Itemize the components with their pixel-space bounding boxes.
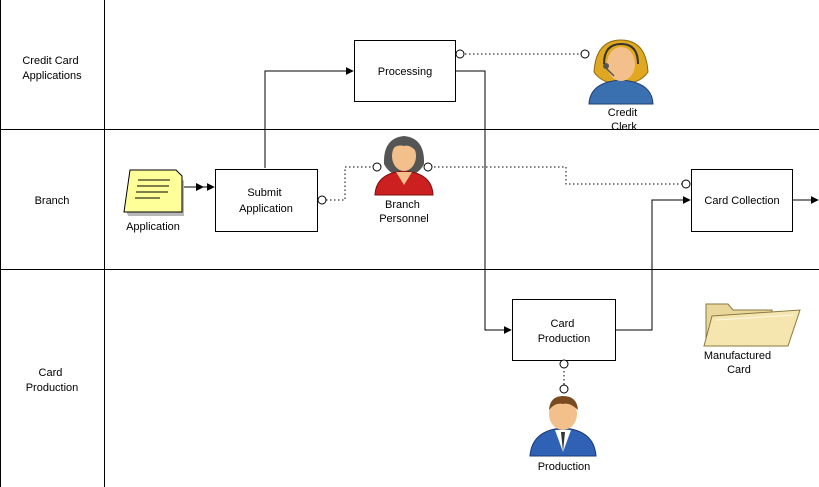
task-card-production[interactable]: Card Production — [512, 299, 616, 361]
folder-icon — [703, 303, 801, 347]
association-submit-personnel — [326, 166, 376, 201]
flow-processing-production — [455, 70, 512, 334]
flow-production-collection — [615, 196, 691, 331]
double-arrowhead — [196, 183, 204, 191]
task-processing[interactable]: Processing — [354, 40, 456, 102]
flow-submit-processing — [264, 67, 354, 168]
person-icon-credit-clerk — [588, 39, 654, 105]
associations — [326, 53, 683, 386]
actor-label-production: Production — [538, 461, 591, 473]
document-icon — [123, 169, 184, 216]
actor-label-credit-clerk: Credit Clerk — [608, 107, 640, 133]
lane-label-card-production: Card Production — [26, 367, 79, 394]
document-label-manufactured-card: Manufactured Card — [704, 350, 774, 376]
document-label-application: Application — [126, 221, 180, 233]
flows — [184, 67, 819, 334]
svg-text:Card Production: Card Production — [538, 318, 591, 345]
person-icon-branch-personnel — [374, 136, 434, 196]
task-card-collection[interactable]: Card Collection — [691, 169, 793, 232]
svg-text:Card Collection: Card Collection — [704, 195, 779, 207]
task-submit-application[interactable]: Submit Application — [215, 169, 318, 232]
lane-label-credit-card-applications: Credit Card Applications — [22, 55, 82, 82]
lane-label-branch: Branch — [35, 195, 70, 207]
person-icon-production — [529, 396, 597, 457]
svg-text:Submit Application: Submit Application — [239, 187, 293, 215]
association-personnel-collection — [430, 166, 683, 185]
svg-text:Processing: Processing — [378, 66, 432, 78]
association-endpoints — [317, 49, 691, 394]
actor-label-branch-personnel: Branch Personnel — [379, 199, 429, 225]
